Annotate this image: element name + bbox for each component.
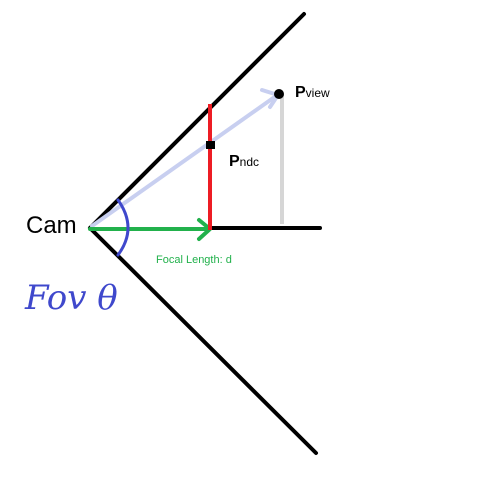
p-ndc-point — [206, 141, 215, 149]
p-view-point — [274, 89, 284, 99]
focal-length-label: Focal Length: d — [156, 254, 232, 266]
p-view-label: Pview — [295, 84, 330, 101]
cam-label: Cam — [26, 212, 77, 239]
view-ray — [90, 94, 278, 228]
frustum-lower-edge — [88, 226, 318, 455]
p-ndc-label: Pndc — [229, 153, 259, 170]
fov-arc — [116, 198, 130, 257]
frustum-upper-edge — [88, 12, 306, 230]
fov-label: Fov θ — [24, 278, 118, 318]
